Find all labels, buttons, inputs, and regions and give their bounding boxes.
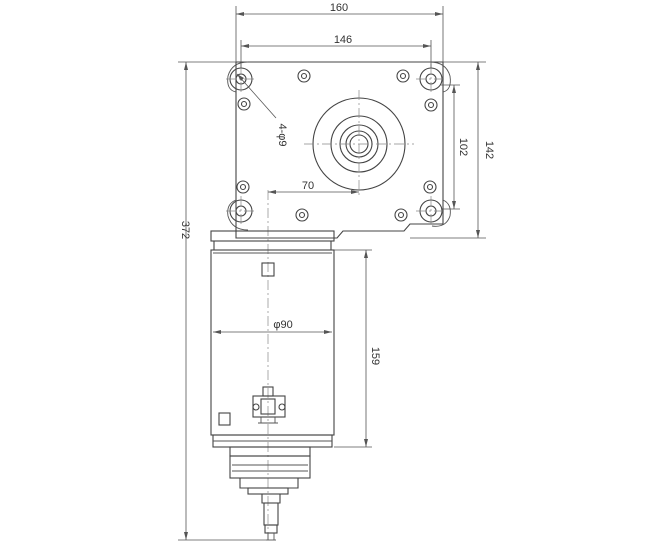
dim-372-label: 372 (179, 221, 191, 239)
dim-102: 102 (441, 84, 469, 210)
dim-160-label: 160 (330, 2, 348, 14)
mounting-holes (229, 67, 443, 223)
end-cap (229, 446, 311, 541)
dim-phi90: φ90 (213, 319, 332, 334)
dim-160: 160 (235, 2, 444, 62)
dim-146: 146 (240, 34, 432, 68)
dim-70-label: 70 (302, 180, 314, 192)
dim-phi90-label: φ90 (273, 319, 292, 331)
dim-372: 372 (178, 61, 266, 541)
dim-70: 70 (268, 180, 359, 194)
dim-159-label: 159 (369, 347, 381, 365)
dim-4-phi9-label: 4-φ9 (276, 123, 288, 146)
motor-body (210, 230, 335, 448)
dim-4-phi9: 4-φ9 (236, 73, 288, 147)
dim-142-label: 142 (483, 141, 495, 159)
center-lines (226, 64, 446, 540)
dim-159: 159 (334, 249, 381, 448)
dim-142: 142 (410, 61, 495, 239)
small-holes (236, 69, 438, 222)
dim-146-label: 146 (334, 34, 352, 46)
dim-102-label: 102 (457, 138, 469, 156)
gearbox-plate (227, 61, 451, 239)
brush-holder (252, 386, 286, 424)
